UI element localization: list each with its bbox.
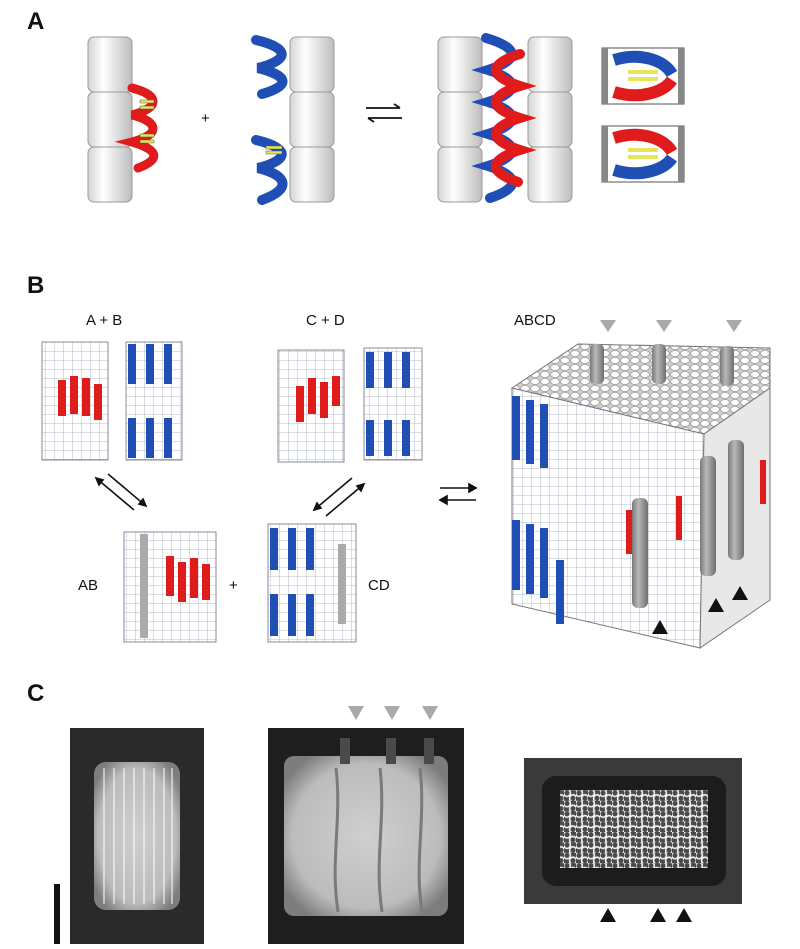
panel-a-assembled-complex — [437, 33, 573, 203]
panel-a-left-cylinder-stack — [87, 36, 133, 203]
panel-a-inset-bottom — [601, 125, 685, 183]
em-image-side-view — [268, 728, 464, 944]
label-abcd: ABCD — [514, 312, 556, 329]
abcd-assembly — [510, 343, 771, 649]
em-image-monomer — [70, 728, 204, 944]
dimer-ab — [123, 531, 217, 643]
arrows-abcd-equilibrium — [438, 482, 478, 506]
scale-bar — [54, 884, 60, 944]
panel-a-plus: + — [201, 110, 210, 127]
panel-b-letter: B — [27, 272, 45, 299]
label-c-plus-d: C + D — [306, 312, 345, 329]
panel-a-yellow-bars-right — [265, 145, 283, 155]
abcd-gray-arrowheads — [600, 320, 742, 332]
dimer-cd — [267, 523, 357, 643]
label-a-plus-b: A + B — [86, 312, 123, 329]
panel-c-letter: C — [27, 680, 45, 707]
panel-a-blue-strand-stack — [289, 36, 335, 203]
em-side-gray-arrowheads — [348, 706, 438, 720]
em-image-top-view — [524, 758, 742, 904]
panel-a-equilibrium-arrows — [366, 103, 402, 123]
label-ab: AB — [78, 577, 99, 594]
panel-a-blue-helix-top — [251, 35, 288, 205]
origami-c — [277, 349, 345, 463]
arrows-cd-assembly — [312, 477, 366, 517]
panel-a-yellow-bars-left — [139, 99, 155, 144]
origami-b — [125, 341, 183, 461]
abcd-black-arrowheads — [652, 586, 748, 634]
panel-a-inset-top — [601, 47, 685, 105]
origami-d — [363, 347, 423, 461]
arrows-ab-assembly — [94, 473, 148, 511]
origami-a — [41, 341, 109, 461]
label-cd: CD — [368, 577, 390, 594]
em-top-black-arrowheads — [600, 908, 692, 922]
panel-a-letter: A — [27, 8, 45, 35]
panel-b-plus: + — [229, 577, 238, 594]
